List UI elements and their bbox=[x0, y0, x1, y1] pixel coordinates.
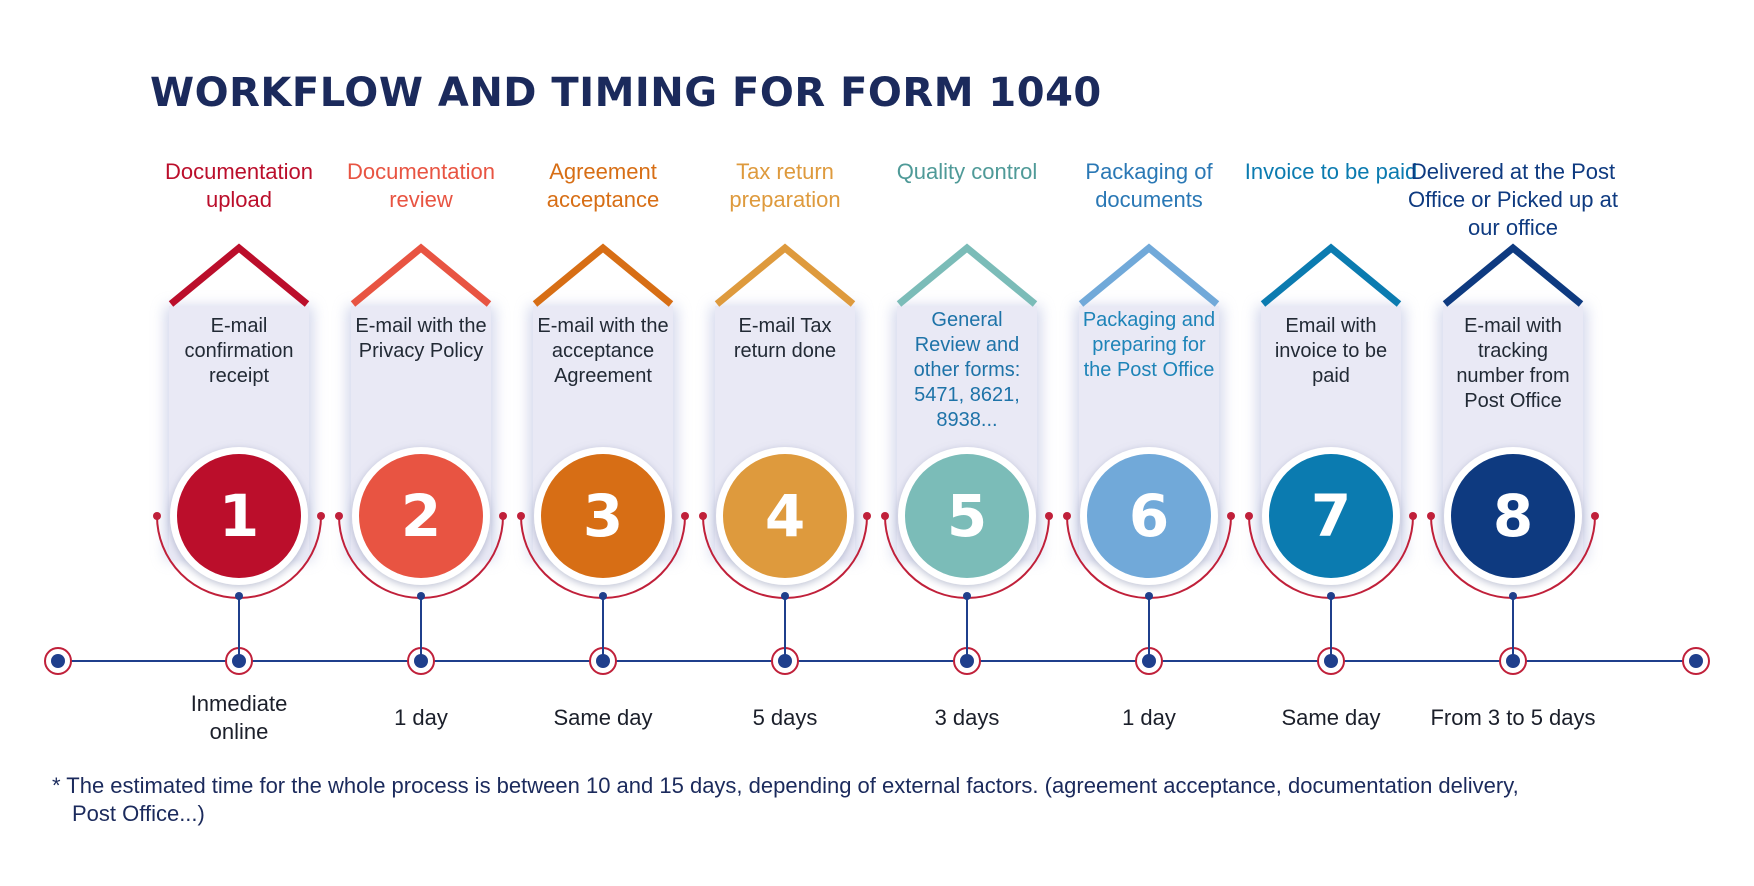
step-title-7: Invoice to be paid bbox=[1244, 159, 1418, 184]
number-circle bbox=[905, 454, 1029, 578]
arc-end-dot bbox=[881, 512, 889, 520]
step-number-3: 3 bbox=[582, 482, 624, 550]
arc-end-dot bbox=[699, 512, 707, 520]
step-description-8: E-mail with tracking number from Post Of… bbox=[1456, 315, 1570, 412]
roof-chevron bbox=[714, 243, 856, 307]
step-time-3: Same day bbox=[553, 705, 653, 730]
number-circle bbox=[1269, 454, 1393, 578]
step-description-7: Email with invoice to be paid bbox=[1274, 315, 1388, 387]
step-number-4: 4 bbox=[764, 482, 806, 550]
step-4 bbox=[699, 243, 871, 661]
arc-end-dot bbox=[1045, 512, 1053, 520]
step-title-4: Tax return preparation bbox=[729, 159, 841, 212]
step-time-7: Same day bbox=[1281, 705, 1381, 730]
number-circle bbox=[541, 454, 665, 578]
arc-end-dot bbox=[1063, 512, 1071, 520]
step-8 bbox=[1427, 243, 1599, 661]
step-description-1: E-mail confirmation receipt bbox=[184, 315, 294, 387]
arc-end-dot bbox=[499, 512, 507, 520]
step-description-2: E-mail with the Privacy Policy bbox=[355, 315, 487, 362]
step-time-1: Inmediate online bbox=[190, 691, 288, 744]
number-circle bbox=[723, 454, 847, 578]
step-number-8: 8 bbox=[1492, 482, 1534, 550]
roof-chevron bbox=[168, 243, 310, 307]
step-title-3: Agreement acceptance bbox=[546, 159, 660, 212]
step-title-1: Documentation upload bbox=[165, 159, 313, 212]
step-description-6: Packaging and preparing for the Post Off… bbox=[1082, 309, 1216, 381]
timeline-end-marker bbox=[1682, 647, 1710, 675]
roof-chevron bbox=[1078, 243, 1220, 307]
step-title-2: Documentation review bbox=[347, 159, 495, 212]
arc-end-dot bbox=[681, 512, 689, 520]
step-time-2: 1 day bbox=[394, 705, 448, 730]
step-2 bbox=[335, 243, 507, 661]
arc-end-dot bbox=[317, 512, 325, 520]
number-circle bbox=[359, 454, 483, 578]
arc-end-dot bbox=[153, 512, 161, 520]
arc-end-dot bbox=[1227, 512, 1235, 520]
connector-dot bbox=[599, 592, 607, 600]
connector-dot bbox=[417, 592, 425, 600]
number-circle bbox=[177, 454, 301, 578]
connector-dot bbox=[1145, 592, 1153, 600]
step-time-5: 3 days bbox=[934, 705, 1000, 730]
arc-end-dot bbox=[335, 512, 343, 520]
arc-end-dot bbox=[1409, 512, 1417, 520]
timeline-start-marker bbox=[44, 647, 72, 675]
step-7 bbox=[1245, 243, 1417, 661]
step-title-8: Delivered at the Post Office or Picked u… bbox=[1408, 159, 1618, 240]
step-time-6: 1 day bbox=[1122, 705, 1176, 730]
step-5 bbox=[881, 243, 1053, 661]
step-number-1: 1 bbox=[218, 482, 260, 550]
arc-end-dot bbox=[863, 512, 871, 520]
step-description-3: E-mail with the acceptance Agreement bbox=[537, 315, 669, 387]
roof-chevron bbox=[1442, 243, 1584, 307]
step-number-2: 2 bbox=[400, 482, 442, 550]
connector-dot bbox=[963, 592, 971, 600]
arc-end-dot bbox=[1591, 512, 1599, 520]
arc-end-dot bbox=[1427, 512, 1435, 520]
step-time-8: From 3 to 5 days bbox=[1430, 705, 1596, 730]
roof-chevron bbox=[896, 243, 1038, 307]
number-circle bbox=[1087, 454, 1211, 578]
step-1 bbox=[153, 243, 325, 661]
step-description-5: General Review and other forms: 5471, 86… bbox=[913, 309, 1021, 431]
step-title-5: Quality control bbox=[896, 159, 1038, 184]
roof-chevron bbox=[1260, 243, 1402, 307]
connector-dot bbox=[1327, 592, 1335, 600]
connector-dot bbox=[781, 592, 789, 600]
arc-end-dot bbox=[517, 512, 525, 520]
step-title-6: Packaging of documents bbox=[1085, 159, 1213, 212]
footnote-line-1: * The estimated time for the whole proce… bbox=[52, 773, 1519, 798]
page-title: WORKFLOW AND TIMING FOR FORM 1040 bbox=[150, 70, 1102, 116]
number-circle bbox=[1451, 454, 1575, 578]
footnote: * The estimated time for the whole proce… bbox=[52, 772, 1702, 828]
step-time-4: 5 days bbox=[752, 705, 818, 730]
footnote-line-2: Post Office...) bbox=[72, 801, 205, 826]
arc-end-dot bbox=[1245, 512, 1253, 520]
step-description-4: E-mail Tax return done bbox=[733, 315, 837, 362]
roof-chevron bbox=[350, 243, 492, 307]
step-6 bbox=[1063, 243, 1235, 661]
connector-dot bbox=[235, 592, 243, 600]
step-number-7: 7 bbox=[1310, 482, 1352, 550]
connector-dot bbox=[1509, 592, 1517, 600]
step-3 bbox=[517, 243, 689, 661]
step-number-6: 6 bbox=[1128, 482, 1170, 550]
roof-chevron bbox=[532, 243, 674, 307]
step-number-5: 5 bbox=[946, 482, 988, 550]
